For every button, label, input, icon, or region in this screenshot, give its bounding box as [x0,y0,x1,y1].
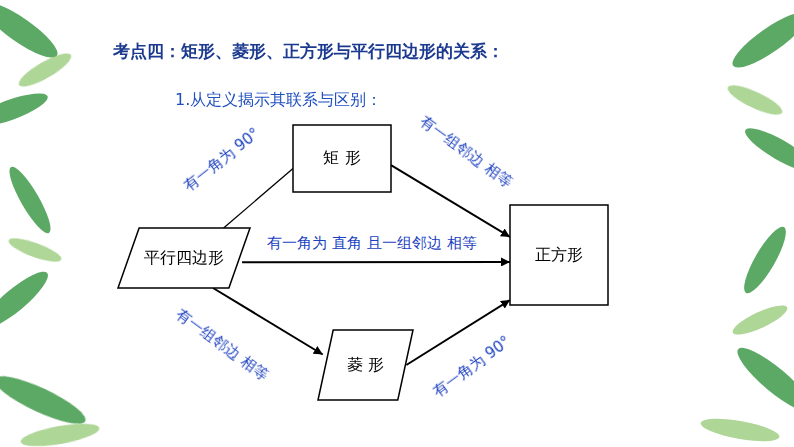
edge-label: 有一角为 90° [179,123,266,197]
page-title: 考点四：矩形、菱形、正方形与平行四边形的关系： [113,40,504,63]
connector-arrow [224,169,293,228]
node-label: 菱 形 [347,355,384,376]
parallelogram-box: 平行四边形 [118,228,250,288]
connector-arrow [242,261,510,263]
subtitle: 1.从定义揭示其联系与区别： [175,90,382,111]
node-label: 矩 形 [323,148,360,169]
edge-label: 有一角为 直角 且一组邻边 相等 [265,234,478,253]
edge-label: 有一角为 90° [428,331,516,402]
edge-label: 有一组邻边 相等 [414,111,517,193]
rectangle-box: 矩 形 [293,125,391,192]
rhombus-box: 菱 形 [318,330,413,400]
node-label: 正方形 [535,245,583,266]
node-label: 平行四边形 [144,248,224,269]
square-box: 正方形 [510,205,608,305]
